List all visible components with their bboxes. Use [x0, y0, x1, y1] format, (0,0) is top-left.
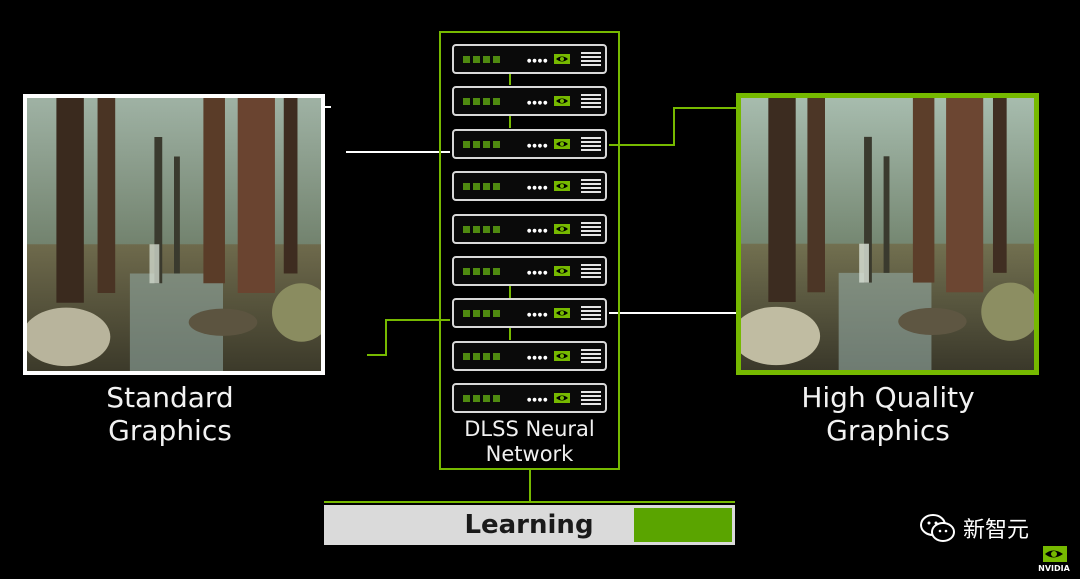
- server-unit: ●●●●: [452, 256, 607, 286]
- standard-graphics-caption: Standard Graphics: [40, 381, 300, 447]
- server-led: [483, 395, 490, 403]
- server-led: [473, 140, 480, 148]
- caption-line: Standard: [106, 381, 234, 414]
- server-led: [463, 352, 470, 360]
- server-led: [493, 140, 500, 148]
- server-led: [493, 268, 500, 275]
- server-vent: [581, 179, 601, 195]
- server-dots: ●●●●: [527, 270, 549, 276]
- nvidia-eye-icon: [1043, 546, 1067, 562]
- nvidia-eye-icon: [554, 350, 570, 361]
- high-quality-graphics-caption: High Quality Graphics: [758, 381, 1018, 447]
- rack-label-line: DLSS Neural: [464, 417, 595, 441]
- nvidia-eye-icon: [554, 308, 570, 319]
- server-dots: ●●●●: [527, 397, 549, 404]
- server-led: [483, 56, 490, 63]
- connector-left-green: [367, 319, 450, 356]
- server-led: [473, 352, 480, 360]
- server-dots: ●●●●: [527, 354, 549, 361]
- server-led: [483, 225, 490, 233]
- nvidia-logo: NVIDIA: [1033, 544, 1075, 576]
- server-led: [473, 183, 480, 191]
- server-led: [463, 183, 470, 191]
- high-quality-graphics-image: [736, 93, 1039, 375]
- server-led: [463, 395, 470, 403]
- server-unit: ●●●●: [452, 171, 607, 202]
- server-unit: ●●●●: [452, 128, 607, 159]
- caption-line: Graphics: [826, 414, 950, 447]
- server-vent: [581, 94, 601, 110]
- server-led: [483, 310, 490, 318]
- server-unit: ●●●●: [452, 340, 607, 371]
- server-unit: ●●●●: [452, 213, 607, 244]
- learning-progress-fill: [634, 508, 732, 542]
- nvidia-eye-icon: [554, 54, 570, 64]
- learning-label: Learning: [464, 510, 594, 540]
- learning-progress-bar: Learning: [324, 505, 735, 545]
- server-vent: [581, 52, 601, 67]
- server-vent: [581, 306, 601, 322]
- server-led: [493, 225, 500, 233]
- server-vent: [581, 391, 601, 407]
- wechat-watermark: 新智元: [919, 512, 1029, 544]
- server-led: [493, 183, 500, 191]
- rack-label-line: Network: [485, 442, 574, 466]
- server-led: [473, 56, 480, 63]
- server-vent: [581, 221, 601, 237]
- server-dots: ●●●●: [527, 142, 549, 149]
- server-dots: ●●●●: [527, 100, 549, 107]
- nvidia-eye-icon: [554, 266, 570, 276]
- server-unit: ●●●●: [452, 298, 607, 329]
- server-led: [473, 310, 480, 318]
- server-led: [483, 140, 490, 148]
- nvidia-eye-icon: [554, 138, 570, 149]
- caption-line: Graphics: [108, 414, 232, 447]
- server-led: [493, 352, 500, 360]
- server-led: [473, 225, 480, 233]
- server-led: [493, 98, 500, 106]
- server-led: [463, 310, 470, 318]
- server-led: [493, 56, 500, 63]
- server-dots: ●●●●: [527, 312, 549, 319]
- server-led: [483, 352, 490, 360]
- server-dots: ●●●●: [527, 227, 549, 234]
- server-led: [483, 98, 490, 106]
- server-unit: ●●●●: [452, 383, 607, 414]
- server-vent: [581, 348, 601, 364]
- dlss-neural-network-rack: ●●●● ●●●● ●●●● ●●●● ●●●● ●●●● ●●●● ●●●● ●●●● DLS…: [439, 31, 620, 470]
- nvidia-eye-icon: [554, 181, 570, 192]
- nvidia-eye-icon: [554, 223, 570, 234]
- connector-right-green: [609, 107, 736, 146]
- nvidia-eye-icon: [554, 96, 570, 107]
- server-led: [473, 395, 480, 403]
- standard-graphics-image: [23, 94, 325, 375]
- server-unit: ●●●●: [452, 44, 607, 74]
- server-led: [463, 140, 470, 148]
- dlss-network-label: DLSS Neural Network: [441, 417, 618, 467]
- server-led: [493, 310, 500, 318]
- caption-line: High Quality: [801, 381, 975, 414]
- server-unit: ●●●●: [452, 86, 607, 117]
- server-led: [473, 268, 480, 275]
- watermark-text: 新智元: [963, 518, 1030, 543]
- server-led: [463, 98, 470, 106]
- server-led: [463, 56, 470, 63]
- server-led: [483, 268, 490, 275]
- server-vent: [581, 264, 601, 279]
- nvidia-eye-icon: [554, 393, 570, 404]
- server-led: [493, 395, 500, 403]
- server-led: [483, 183, 490, 191]
- server-led: [463, 268, 470, 275]
- server-dots: ●●●●: [527, 58, 549, 64]
- server-vent: [581, 136, 601, 152]
- server-dots: ●●●●: [527, 185, 549, 192]
- nvidia-wordmark: NVIDIA: [1038, 564, 1070, 573]
- server-led: [473, 98, 480, 106]
- server-led: [463, 225, 470, 233]
- wechat-icon: [920, 514, 955, 542]
